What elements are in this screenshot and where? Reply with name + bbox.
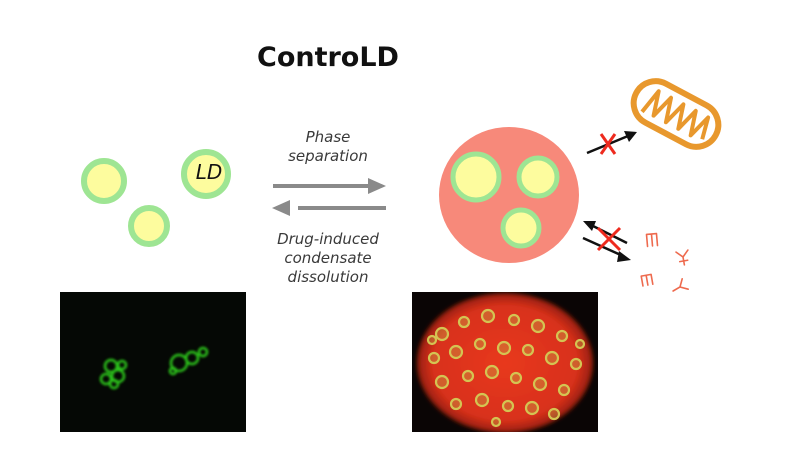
trapped-lipid-droplet — [450, 151, 502, 203]
condensate — [439, 127, 579, 263]
dissolution-label: Drug-induced condensate dissolution — [246, 230, 410, 287]
phase-separation-line: separation — [288, 147, 368, 165]
diagram-title: ControLD — [257, 42, 399, 73]
phase-separation-line: Phase — [305, 128, 351, 146]
reverse-arrow — [272, 200, 386, 216]
lipid-droplet — [81, 158, 127, 204]
lipid-droplet — [181, 149, 231, 199]
dissolution-line: condensate — [284, 249, 372, 267]
micrograph-condensate — [412, 292, 598, 432]
trapped-lipid-droplet — [500, 207, 542, 249]
micrograph-free-droplets-image — [99, 346, 209, 390]
enzyme-icon — [675, 249, 689, 266]
micrograph-free-droplets — [60, 292, 246, 432]
free-lipid-droplets — [81, 149, 231, 247]
blocked-mitochondria-contact — [586, 131, 637, 155]
enzyme-icon — [645, 232, 659, 248]
enzyme-icon — [672, 278, 689, 292]
lipid-droplet — [128, 205, 170, 247]
ld-label: LD — [195, 160, 223, 184]
enzyme-icon — [640, 273, 654, 287]
mitochondrion-icon — [630, 78, 722, 150]
blocked-enzyme-exchange — [582, 221, 631, 262]
trapped-lipid-droplet — [516, 155, 560, 199]
micrograph-condensate-image — [417, 293, 593, 432]
phase-separation-label: Phase separation — [258, 128, 398, 166]
block-cross-icon — [596, 226, 622, 252]
enzyme-glyphs — [640, 232, 689, 292]
block-cross-icon — [599, 133, 617, 155]
dissolution-line: Drug-induced — [277, 230, 379, 248]
forward-arrow — [273, 178, 386, 194]
dissolution-line: dissolution — [287, 268, 369, 286]
